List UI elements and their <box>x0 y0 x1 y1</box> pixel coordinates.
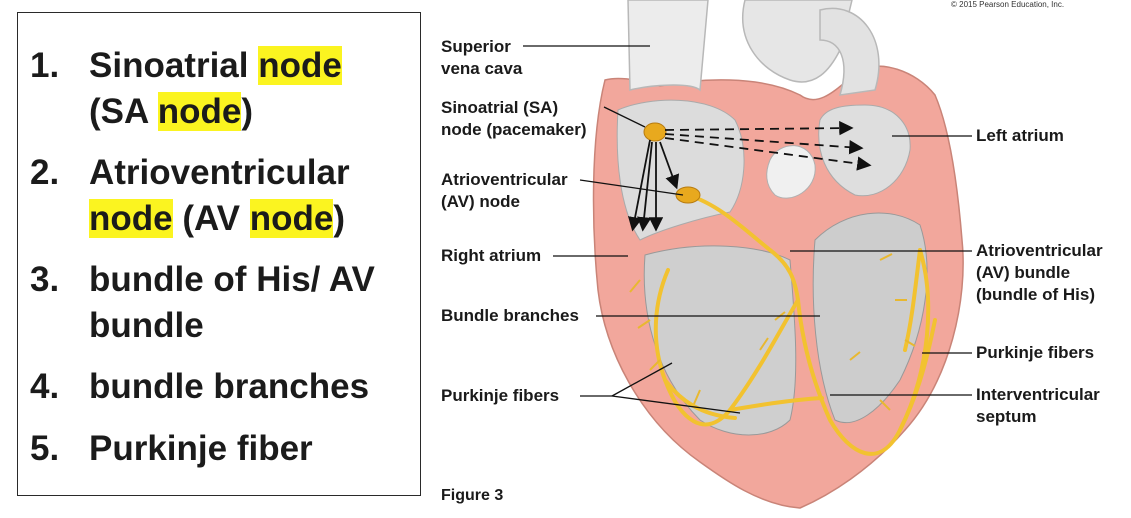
list-item-purkinje-fiber: 5. Purkinje fiber <box>30 426 375 472</box>
conduction-list-box: 1. Sinoatrial node (SA node) 2. Atrioven… <box>17 12 421 496</box>
impulse-arrows <box>627 120 872 232</box>
conduction-system <box>653 193 937 456</box>
label-av-bundle: Atrioventricular(AV) bundle(bundle of Hi… <box>976 241 1103 304</box>
label-left-atrium: Left atrium <box>976 126 1064 145</box>
list-item-sa-node: 1. Sinoatrial node (SA node) <box>30 43 375 134</box>
right-ventricle-chamber <box>643 245 797 436</box>
leader-lines <box>523 45 972 414</box>
highlight: node <box>258 46 342 85</box>
list-number: 2. <box>30 153 60 192</box>
label-sa-node: Sinoatrial (SA)node (pacemaker) <box>441 98 587 139</box>
list-number: 1. <box>30 46 60 85</box>
conduction-list: 1. Sinoatrial node (SA node) 2. Atrioven… <box>30 43 375 471</box>
label-av-node: Atrioventricular(AV) node <box>441 170 568 211</box>
list-item-bundle-branches: 4. bundle branches <box>30 364 375 410</box>
purkinje-left-1 <box>663 378 737 420</box>
av-bundle-path <box>686 193 800 302</box>
highlight: node <box>157 91 242 131</box>
left-ventricle-chamber <box>812 212 928 424</box>
aorta-arch <box>819 7 880 96</box>
purkinje-left-2 <box>728 396 824 412</box>
left-bundle-branch <box>796 248 931 456</box>
purkinje-fibers <box>629 253 916 411</box>
list-number: 5. <box>30 428 60 468</box>
list-number: 3. <box>30 260 60 299</box>
figure-caption: Figure 3 <box>441 487 504 504</box>
purkinje-right-1 <box>898 318 937 432</box>
right-bundle-branch <box>653 268 800 427</box>
list-item-bundle-of-his: 3. bundle of His/ AV bundle <box>30 257 375 348</box>
highlight: node <box>89 198 173 238</box>
label-right-atrium: Right atrium <box>441 246 542 265</box>
av-node <box>675 186 701 204</box>
sa-node <box>643 122 667 142</box>
highlight: node <box>249 198 334 238</box>
copyright-text: © 2015 Pearson Education, Inc. <box>951 0 1065 9</box>
label-bundle-branches: Bundle branches <box>441 306 579 325</box>
list-number: 4. <box>30 367 60 406</box>
valve-shape <box>766 145 816 199</box>
label-purkinje-fibers-right: Purkinje fibers <box>976 343 1095 362</box>
list-item-av-node: 2. Atrioventricular node (AV node) <box>30 150 375 241</box>
superior-vena-cava-shape <box>627 0 709 92</box>
label-purkinje-fibers-left: Purkinje fibers <box>441 386 560 405</box>
